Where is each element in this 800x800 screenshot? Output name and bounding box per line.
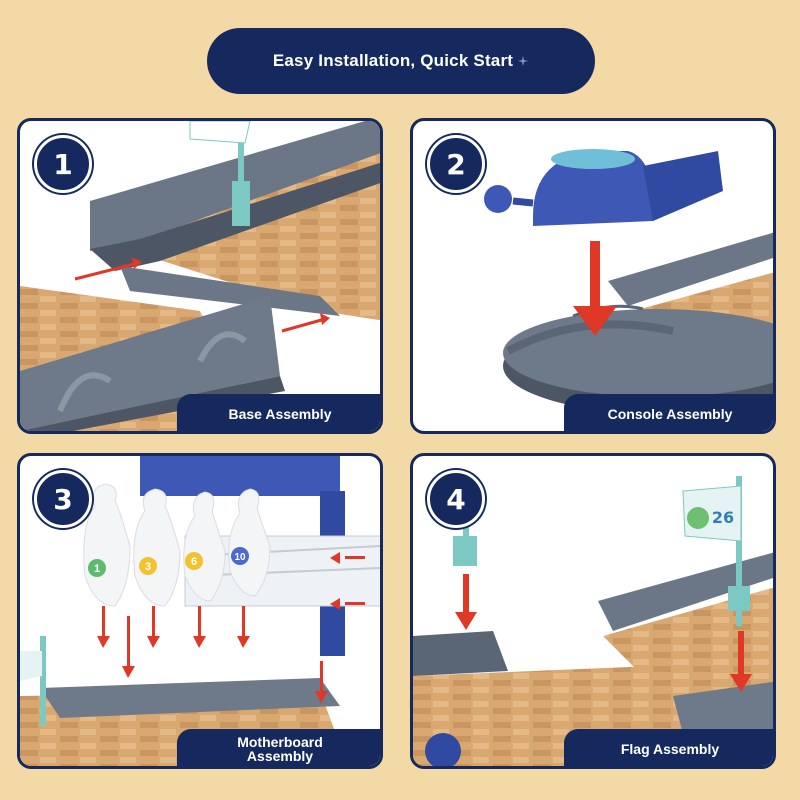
joystick-knob: [484, 185, 512, 213]
bowling-pin-icon: 3: [133, 488, 181, 607]
step-number-badge: 1: [34, 135, 92, 193]
motherboard-assembly-illustration: 1 3 6 10: [20, 456, 380, 766]
step-caption: Motherboard Assembly: [177, 729, 380, 766]
step-number-badge: 2: [427, 135, 485, 193]
flag-number: 26: [712, 508, 734, 527]
title-banner: Easy Installation, Quick Start: [207, 28, 595, 94]
step-caption-line: Motherboard: [237, 734, 323, 750]
red-arrow-icon: [455, 574, 752, 692]
back-rail: [598, 552, 773, 631]
red-arrow-icon: [97, 552, 365, 703]
console-assembly-illustration: [484, 149, 773, 414]
front-rail: [20, 296, 280, 431]
base-assembly-illustration: [20, 121, 380, 431]
red-arrow-icon: [573, 241, 617, 336]
bowling-pin-icon: 10: [228, 488, 271, 597]
bowling-pin-icon: 6: [183, 491, 226, 602]
flag-icon: 26: [682, 476, 750, 626]
step-caption: Base Assembly: [177, 394, 380, 431]
step-number-badge: 4: [427, 470, 485, 528]
motherboard-top: [140, 456, 340, 496]
pin-number: 3: [145, 561, 151, 573]
flag-pole-base: [232, 181, 250, 226]
red-arrow-icon: [281, 313, 330, 333]
step-number-badge: 3: [34, 470, 92, 528]
lane-rail: [608, 232, 773, 306]
step-1-panel: 1 Base Assembly: [17, 118, 383, 434]
step-caption: Flag Assembly: [564, 729, 773, 766]
bowling-pin-icon: 1: [83, 483, 131, 607]
right-rail: [120, 266, 340, 316]
step-caption-line: Assembly: [246, 748, 314, 764]
page-title: Easy Installation, Quick Start: [272, 51, 514, 70]
base-frame: [40, 678, 340, 718]
pin-number: 10: [234, 552, 246, 563]
step-caption: Console Assembly: [564, 394, 773, 431]
pin-number: 1: [94, 563, 100, 575]
flag-pole-base: [453, 536, 477, 566]
pin-number: 6: [191, 556, 197, 568]
console-unit: [484, 149, 723, 226]
step-3-panel: 1 3 6 10 3 Mother: [17, 453, 383, 769]
step-2-panel: 2 Console Assembly: [410, 118, 776, 434]
sparkle-icon: [518, 56, 529, 66]
red-arrow-icon: [74, 257, 142, 281]
step-4-panel: 26 4 Flag Assembly: [410, 453, 776, 769]
